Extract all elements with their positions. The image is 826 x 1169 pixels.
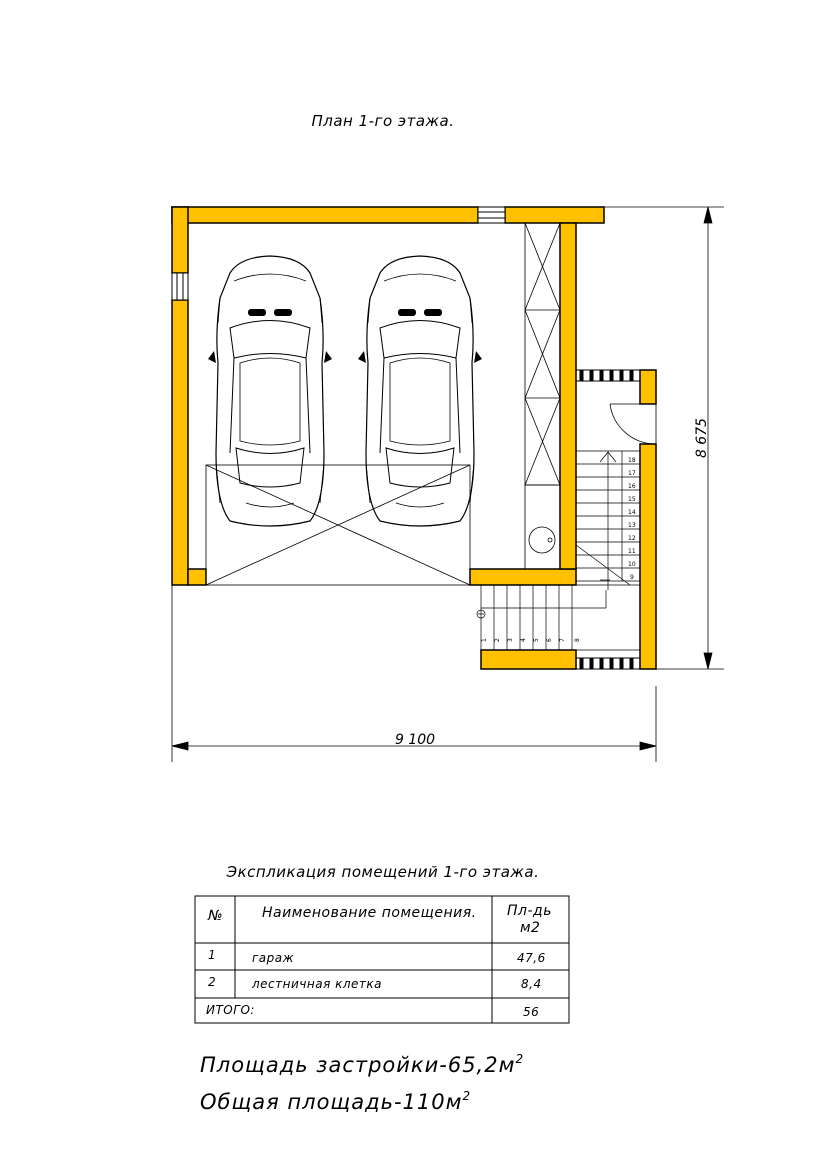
total-area: Общая площадь-110м2 (200, 1089, 471, 1114)
stair-lower (476, 579, 640, 651)
svg-text:4: 4 (520, 638, 527, 642)
shelving (524, 222, 561, 570)
explication-table-grid (194, 895, 570, 1024)
total-value: 56 (523, 1005, 540, 1019)
svg-text:10: 10 (628, 561, 636, 568)
stair-upper-numbers: 18 17 16 15 14 13 12 11 10 9 (628, 457, 636, 581)
row-2-name: лестничная клетка (252, 977, 382, 991)
svg-text:12: 12 (628, 535, 636, 542)
svg-text:3: 3 (507, 638, 514, 642)
row-2-num: 2 (208, 975, 217, 989)
building-area-text: Площадь застройки-65,2м (200, 1053, 516, 1077)
header-name: Наименование помещения. (262, 905, 477, 921)
explication-title: Экспликация помещений 1-го этажа. (226, 863, 540, 881)
dimension-vertical (604, 206, 724, 670)
header-area-line2: м2 (520, 920, 541, 936)
svg-text:6: 6 (546, 638, 553, 642)
entrance-door (609, 403, 657, 445)
svg-text:16: 16 (628, 483, 636, 490)
walls (171, 206, 657, 670)
car-left (207, 255, 333, 527)
svg-text:2: 2 (494, 638, 501, 642)
plan-title: План 1-го этажа. (311, 112, 455, 130)
top-window (477, 206, 506, 224)
row-1-area: 47,6 (517, 951, 546, 965)
row-1-name: гараж (252, 951, 294, 965)
stair-lower-numbers: 1 2 3 4 5 6 7 8 (481, 638, 581, 642)
svg-text:14: 14 (628, 509, 636, 516)
dim-width-label: 9 100 (395, 732, 435, 748)
svg-text:11: 11 (628, 548, 636, 555)
dim-height-label: 8 675 (694, 418, 710, 458)
svg-text:1: 1 (481, 638, 488, 642)
building-area: Площадь застройки-65,2м2 (200, 1052, 524, 1077)
total-area-sup: 2 (462, 1089, 472, 1103)
svg-text:7: 7 (559, 638, 566, 642)
dimension-horizontal (171, 585, 657, 762)
garage-door (205, 464, 471, 586)
total-label: ИТОГО: (206, 1003, 255, 1017)
header-num: № (208, 908, 224, 924)
svg-text:15: 15 (628, 496, 636, 503)
building-area-sup: 2 (515, 1052, 525, 1066)
svg-text:18: 18 (628, 457, 636, 464)
header-area-line1: Пл-дь (507, 903, 552, 919)
svg-text:5: 5 (533, 638, 540, 642)
railing-top (576, 369, 640, 382)
total-area-text: Общая площадь-110м (200, 1090, 463, 1114)
row-2-area: 8,4 (521, 977, 542, 991)
svg-text:17: 17 (628, 470, 636, 477)
svg-text:9: 9 (630, 574, 634, 581)
left-window (171, 272, 189, 301)
row-1-num: 1 (208, 948, 217, 962)
svg-text:8: 8 (574, 638, 581, 642)
stair-upper (575, 450, 640, 590)
svg-text:13: 13 (628, 522, 636, 529)
car-right (357, 255, 483, 527)
railing-bottom (576, 657, 640, 670)
